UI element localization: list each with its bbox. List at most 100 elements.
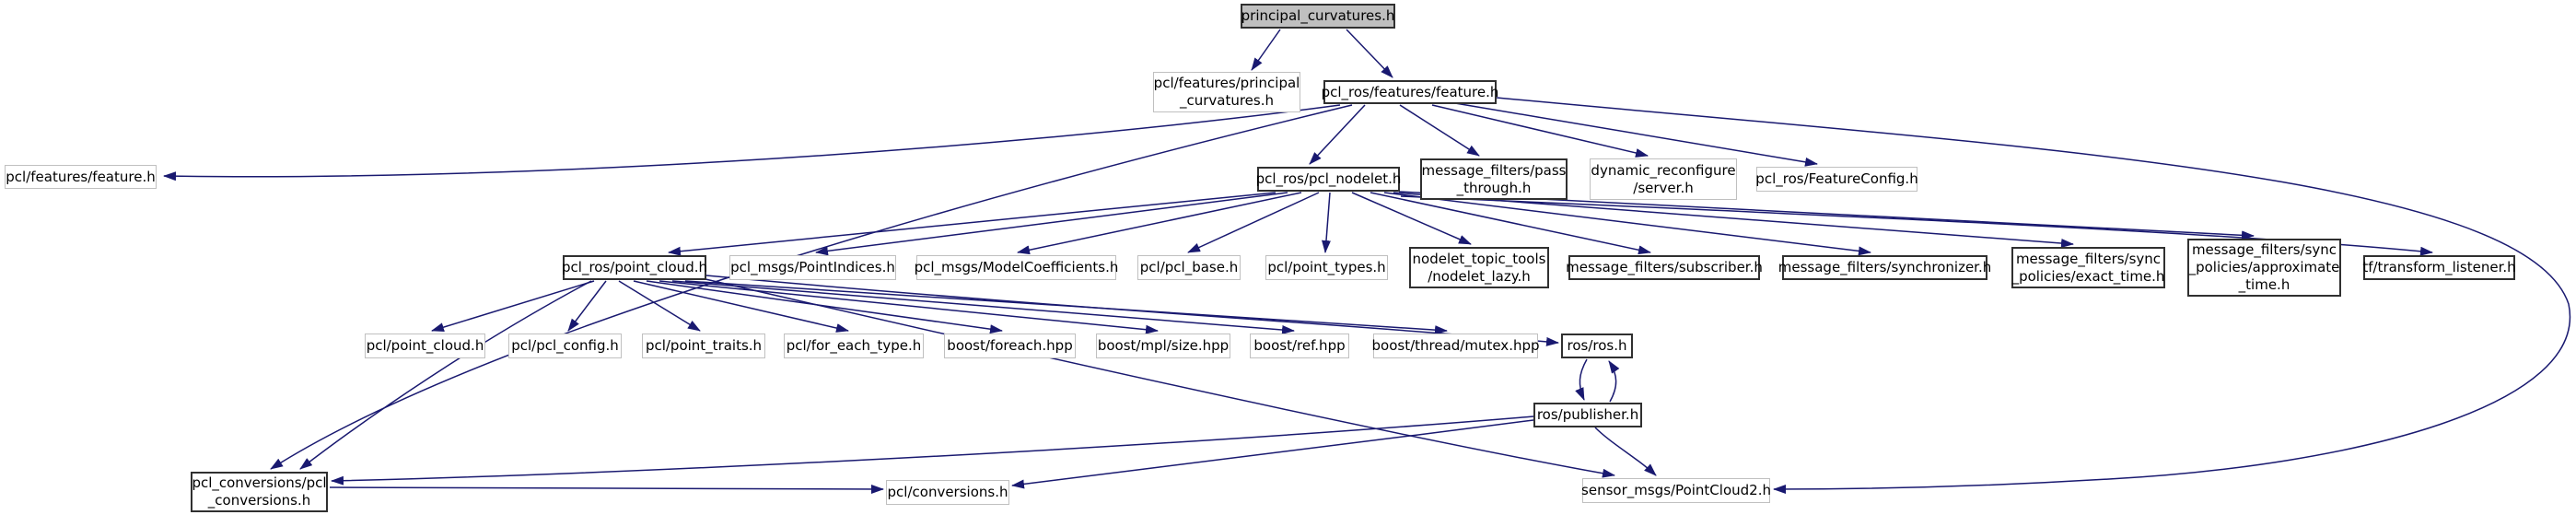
- edge-rosPointCloud-pclPointCloud: [431, 280, 595, 332]
- node-label: _curvatures.h: [1179, 92, 1275, 109]
- edge-pclConversions-conversions: [329, 484, 884, 494]
- node-label: _through.h: [1456, 179, 1532, 196]
- node-boostRef: boost/ref.hpp: [1250, 334, 1349, 358]
- node-synchronizer[interactable]: message_filters/synchronizer.h: [1778, 255, 1991, 280]
- node-feature[interactable]: pcl_ros/features/feature.h: [1321, 80, 1499, 104]
- node-nodelet[interactable]: pcl_ros/pcl_nodelet.h: [1255, 167, 1402, 192]
- node-boostForeach: boost/foreach.hpp: [944, 334, 1076, 358]
- node-label: boost/thread/mutex.hpp: [1371, 337, 1540, 354]
- node-label: _policies/approximate: [2188, 259, 2340, 275]
- node-label: dynamic_reconfigure: [1591, 161, 1736, 179]
- node-label: pcl/pcl_config.h: [511, 337, 619, 354]
- edge-principal-featPrincipal: [1251, 29, 1281, 71]
- edge-rosRos-publisher: [1575, 358, 1588, 401]
- node-label: nodelet_topic_tools: [1412, 250, 1546, 267]
- node-label: /nodelet_lazy.h: [1428, 267, 1531, 285]
- node-forEachType: pcl/for_each_type.h: [784, 334, 924, 358]
- node-modelCoeff: pcl_msgs/ModelCoefficients.h: [914, 255, 1119, 280]
- node-principal[interactable]: principal_curvatures.h: [1241, 4, 1395, 29]
- node-approxTime[interactable]: message_filters/sync_policies/approximat…: [2187, 239, 2341, 297]
- node-pointTypes: pcl/point_types.h: [1265, 255, 1388, 280]
- node-label: _conversions.h: [207, 492, 311, 509]
- node-label: pcl_msgs/ModelCoefficients.h: [914, 259, 1119, 275]
- edge-rosPointCloud-forEachType: [633, 280, 849, 333]
- edge-nodelet-modelCoeff: [1017, 192, 1302, 255]
- edge-feature-featFeature: [163, 104, 1341, 181]
- node-conversions: pcl/conversions.h: [886, 480, 1009, 505]
- node-label: _policies/exact_time.h: [2011, 267, 2165, 285]
- node-label: /server.h: [1633, 179, 1694, 196]
- node-exactTime[interactable]: message_filters/sync_policies/exact_time…: [2011, 247, 2165, 288]
- node-label: message_filters/pass: [1421, 161, 1567, 179]
- node-pclConfig: pcl/pcl_config.h: [508, 334, 622, 358]
- node-dynServer: dynamic_reconfigure/server.h: [1590, 158, 1737, 200]
- edge-nodelet-pointTypes: [1322, 192, 1331, 253]
- node-featPrincipal: pcl/features/principal_curvatures.h: [1153, 72, 1300, 112]
- node-label: pcl/conversions.h: [887, 484, 1008, 500]
- node-label: pcl/point_types.h: [1267, 259, 1386, 275]
- node-label: message_filters/sync: [2015, 250, 2162, 267]
- node-label: ros/publisher.h: [1536, 406, 1639, 423]
- edge-nodelet-rosPointCloud: [668, 192, 1276, 256]
- node-label: pcl_ros/point_cloud.h: [562, 259, 707, 275]
- edge-publisher-pclConversions: [331, 416, 1534, 486]
- node-label: pcl_ros/features/feature.h: [1321, 83, 1499, 100]
- node-tf[interactable]: tf/transform_listener.h: [2362, 255, 2516, 280]
- node-label: principal_curvatures.h: [1241, 7, 1395, 24]
- edge-rosPointCloud-pointTraits: [618, 280, 701, 332]
- edge-rosPointCloud-pclConfig: [567, 280, 607, 332]
- node-publisher[interactable]: ros/publisher.h: [1533, 403, 1642, 427]
- node-sensorMsgs: sensor_msgs/PointCloud2.h: [1581, 478, 1771, 503]
- edge-nodelet-nodeletLazy: [1351, 192, 1472, 245]
- node-pclBase: pcl/pcl_base.h: [1137, 255, 1241, 280]
- node-mutex: boost/thread/mutex.hpp: [1371, 334, 1540, 358]
- node-label: _time.h: [2238, 276, 2290, 293]
- node-label: boost/ref.hpp: [1253, 337, 1346, 354]
- node-label: sensor_msgs/PointCloud2.h: [1581, 482, 1771, 498]
- edge-feature-pclConversions: [270, 104, 1353, 470]
- edge-nodelet-pclBase: [1187, 192, 1320, 253]
- node-label: pcl/point_cloud.h: [366, 337, 484, 354]
- node-label: pcl_ros/FeatureConfig.h: [1755, 170, 1918, 187]
- node-mplSize: boost/mpl/size.hpp: [1096, 334, 1230, 358]
- node-label: message_filters/subscriber.h: [1566, 259, 1763, 275]
- node-label: pcl/features/principal: [1153, 75, 1300, 91]
- node-pclPointCloud: pcl/point_cloud.h: [365, 334, 485, 358]
- node-label: pcl/features/feature.h: [6, 168, 156, 185]
- node-label: boost/foreach.hpp: [947, 337, 1073, 354]
- edge-feature-nodelet: [1309, 104, 1366, 165]
- edge-publisher-conversions: [1011, 419, 1534, 489]
- edge-nodelet-pointIndices: [815, 192, 1288, 256]
- node-rosRos[interactable]: ros/ros.h: [1561, 334, 1633, 358]
- edge-feature-passThrough: [1399, 104, 1480, 157]
- node-label: tf/transform_listener.h: [2362, 259, 2516, 275]
- edge-rosPointCloud-sensorMsgs: [705, 278, 1615, 478]
- edge-publisher-rosRos: [1608, 360, 1620, 403]
- node-label: pcl/for_each_type.h: [786, 337, 922, 354]
- edge-rosPointCloud-pclConversions: [299, 280, 592, 470]
- node-nodeletLazy[interactable]: nodelet_topic_tools/nodelet_lazy.h: [1409, 247, 1549, 288]
- node-rosPointCloud[interactable]: pcl_ros/point_cloud.h: [562, 255, 707, 280]
- edge-rosPointCloud-boostRef: [671, 280, 1295, 334]
- edge-feature-dynServer: [1431, 104, 1649, 158]
- node-passThrough[interactable]: message_filters/pass_through.h: [1420, 158, 1568, 200]
- edge-nodelet-synchronizer: [1383, 192, 1871, 256]
- node-featureConfig: pcl_ros/FeatureConfig.h: [1755, 167, 1918, 192]
- node-label: pcl/point_traits.h: [645, 337, 763, 354]
- node-label: message_filters/sync: [2191, 241, 2337, 258]
- edge-principal-feature: [1346, 29, 1393, 78]
- node-label: boost/mpl/size.hpp: [1097, 337, 1230, 354]
- edge-feature-featureConfig: [1454, 102, 1818, 167]
- node-label: pcl/pcl_base.h: [1139, 259, 1239, 275]
- node-subscriber[interactable]: message_filters/subscriber.h: [1566, 255, 1763, 280]
- node-pclConversions[interactable]: pcl_conversions/pcl_conversions.h: [191, 472, 328, 512]
- node-label: pcl_ros/pcl_nodelet.h: [1255, 170, 1402, 187]
- edge-nodelet-subscriber: [1370, 192, 1651, 255]
- edge-feature-sensorMsgs: [1496, 97, 2571, 494]
- edge-rosPointCloud-mplSize: [659, 280, 1159, 334]
- edge-publisher-sensorMsgs: [1594, 427, 1657, 476]
- node-pointTraits: pcl/point_traits.h: [642, 334, 765, 358]
- node-label: pcl_msgs/PointIndices.h: [730, 259, 895, 275]
- node-label: pcl_conversions/pcl: [192, 474, 327, 491]
